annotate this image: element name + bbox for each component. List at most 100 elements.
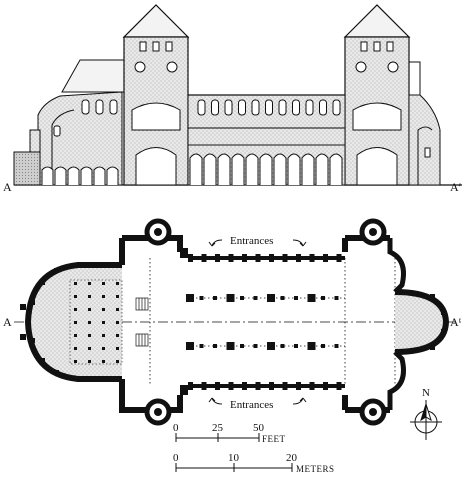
clerestory-windows: [197, 99, 341, 116]
crypt-column: [88, 308, 91, 311]
nave-pier: [240, 296, 244, 300]
ground-plan: [14, 218, 462, 426]
wall-pier: [242, 254, 247, 262]
nave-pier: [307, 342, 316, 350]
east-stair-turrets: [359, 218, 387, 426]
wall-pier: [242, 382, 247, 390]
wall-pier: [296, 382, 301, 390]
crypt-column: [88, 282, 91, 285]
wall-pier: [309, 254, 315, 262]
clerestory-window: [224, 99, 233, 116]
arcade-arch: [231, 153, 245, 185]
crypt-column: [116, 295, 119, 298]
north-label: N: [422, 387, 430, 399]
crypt-column: [116, 282, 119, 285]
crypt-column: [74, 282, 77, 285]
wall-pier: [215, 382, 220, 390]
west-apse: [13, 91, 123, 186]
entrances-label-bottom: Entrances: [230, 399, 273, 411]
clerestory-window: [251, 99, 260, 116]
meters-tick-0: 0: [173, 452, 179, 464]
west-crypt-arcade: [41, 166, 119, 185]
arcade-arch: [189, 153, 203, 185]
crypt-column: [102, 334, 105, 337]
nave-pier: [226, 294, 235, 302]
west-stair-turrets: [144, 218, 172, 426]
crypt-arch: [106, 166, 119, 185]
nave-pier: [253, 344, 258, 348]
nave-pier: [321, 344, 325, 348]
crypt-column: [102, 360, 105, 363]
wall-pier: [282, 382, 288, 390]
wall-pier: [309, 382, 315, 390]
crypt-column: [102, 321, 105, 324]
nave-pier: [213, 344, 217, 348]
elevation-label-a: A: [3, 180, 12, 194]
crypt-column: [74, 295, 77, 298]
crypt-arch: [41, 166, 54, 185]
arcade-arch: [203, 153, 217, 185]
wall-pier: [323, 382, 328, 390]
meters-tick-20: 20: [286, 452, 298, 464]
east-apsidioles: [387, 238, 406, 410]
crypt-column: [74, 347, 77, 350]
nave-arcade: [189, 153, 343, 185]
west-choir-grid: [69, 279, 123, 365]
elevation-label-a-prime: A′: [450, 180, 462, 194]
clerestory-window: [292, 99, 300, 116]
nave-pier: [267, 294, 275, 302]
crypt-column: [102, 308, 105, 311]
clerestory-window: [332, 99, 341, 116]
clerestory-window: [211, 99, 219, 116]
west-choir-windows: [53, 99, 118, 137]
clerestory-window: [319, 99, 327, 116]
crypt-column: [116, 347, 119, 350]
wall-pier: [201, 254, 207, 262]
feet-tick-50: 50: [253, 422, 265, 434]
crypt-column: [74, 334, 77, 337]
nave-pier: [267, 342, 275, 350]
crypt-column: [102, 347, 105, 350]
clerestory-window: [238, 99, 246, 116]
plan-label-a: A: [3, 315, 12, 329]
crypt-column: [102, 295, 105, 298]
arcade-arch: [245, 153, 259, 185]
clerestory-window: [278, 99, 287, 116]
wall-pier: [296, 254, 301, 262]
nave-pier: [253, 296, 258, 300]
choir-vault-outline: [69, 279, 123, 365]
arcade-arch: [315, 153, 329, 185]
east-transept-walls: [342, 235, 390, 413]
crypt-column: [74, 321, 77, 324]
crypt-column: [116, 308, 119, 311]
crypt-column: [88, 334, 91, 337]
entrances-label-top: Entrances: [230, 235, 273, 247]
wall-pier: [336, 254, 342, 262]
wall-pier: [188, 382, 193, 390]
crypt-column: [88, 295, 91, 298]
nave-wall-buttresses: [188, 254, 342, 390]
wall-pier: [323, 254, 328, 262]
wall-pier: [269, 382, 274, 390]
crypt-column: [88, 347, 91, 350]
east-apse-plan: [394, 289, 450, 355]
nave-pier: [240, 344, 244, 348]
arcade-arch: [287, 153, 301, 185]
meters-scale-bar: [175, 463, 293, 472]
crypt-arch: [80, 166, 93, 185]
east-apse: [408, 61, 441, 186]
crypt-arch: [93, 166, 106, 185]
arcade-arch: [259, 153, 273, 185]
arcade-arch: [217, 153, 231, 185]
nave-pier: [213, 296, 217, 300]
nave-pier: [186, 294, 194, 302]
wall-pier: [269, 254, 274, 262]
crypt-column: [102, 282, 105, 285]
clerestory-window: [197, 99, 206, 116]
nave-pier: [186, 342, 194, 350]
east-tower: [343, 4, 411, 186]
crypt-column: [116, 321, 119, 324]
crypt-column: [88, 360, 91, 363]
wall-pier: [201, 382, 207, 390]
east-apse-buttresses: [430, 294, 446, 350]
